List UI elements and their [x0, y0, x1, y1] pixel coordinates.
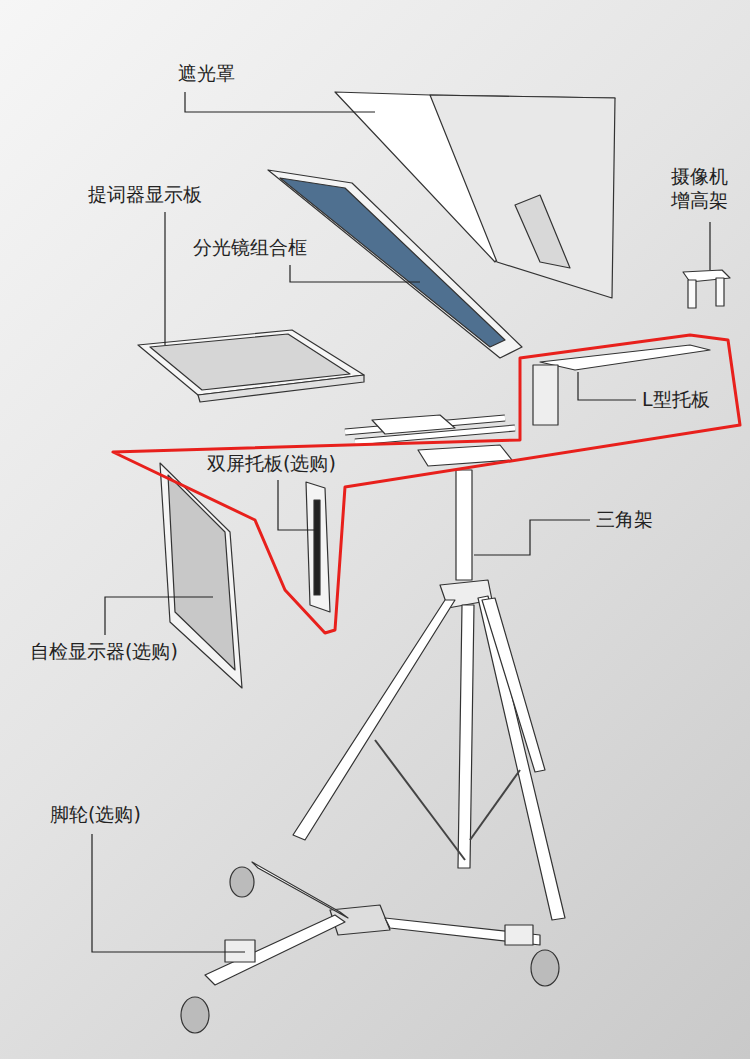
caster	[230, 867, 254, 897]
dolly-arm	[385, 918, 540, 945]
leader-line	[474, 520, 590, 555]
hood-side	[430, 95, 615, 298]
leader-line	[709, 222, 710, 270]
l-plate-top	[540, 345, 710, 370]
part-label: 分光镜组合框	[193, 236, 307, 260]
part-label: 脚轮(选购)	[50, 803, 141, 827]
clamp	[225, 940, 255, 962]
leader-line	[278, 480, 318, 530]
leader-line	[578, 372, 636, 400]
leader-line	[105, 597, 213, 635]
leader-line	[185, 92, 375, 112]
tripod-leg	[293, 600, 455, 840]
plate	[372, 415, 455, 434]
tripod-leg	[458, 605, 474, 868]
riser-leg	[688, 280, 696, 308]
leader-line	[290, 265, 420, 282]
display-edge	[198, 375, 364, 402]
hood-window	[515, 195, 570, 268]
part-label: 三角架	[596, 508, 653, 532]
tripod-leg	[482, 598, 545, 772]
splitter-glass	[280, 178, 505, 347]
caster	[531, 950, 559, 986]
highlight-outline	[113, 335, 740, 633]
part-label: 提词器显示板	[88, 183, 202, 207]
part-label: 自检显示器(选购)	[30, 640, 178, 664]
part-label: L型托板	[642, 388, 710, 412]
leader-line	[92, 834, 245, 952]
clamp	[505, 925, 533, 945]
part-label: 摄像机 增高架	[668, 165, 731, 213]
dolly-arm	[205, 915, 345, 985]
l-plate-side	[533, 365, 558, 425]
tripod-leg	[478, 596, 565, 920]
dual-plate	[306, 482, 330, 612]
tripod-column	[456, 470, 472, 580]
leader-line	[164, 212, 165, 345]
splitter-frame	[268, 170, 522, 358]
riser-leg	[716, 278, 724, 306]
caster	[181, 997, 209, 1033]
dolly-arm	[252, 862, 348, 918]
part-label: 双屏托板(选购)	[207, 452, 336, 476]
dual-plate-slot	[314, 500, 320, 595]
part-label: 遮光罩	[178, 62, 235, 86]
